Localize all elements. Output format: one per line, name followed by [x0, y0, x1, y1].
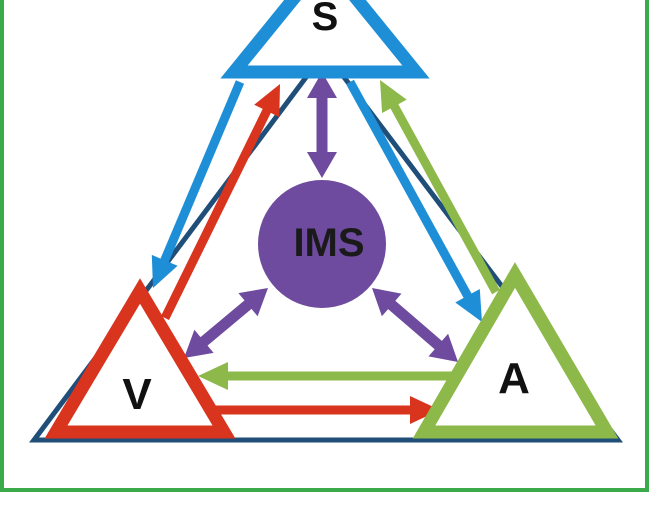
node-label-v: V	[122, 370, 152, 419]
arrow-ims-to-a	[372, 288, 458, 362]
edge-layer	[151, 72, 500, 424]
arrow-s-to-v	[151, 80, 245, 288]
arrow-v-to-s	[161, 84, 280, 320]
arrow-ims-to-v	[184, 288, 268, 358]
node-circle-ims	[258, 180, 386, 308]
arrow-ims-to-s	[307, 72, 337, 178]
node-triangle-a	[412, 262, 619, 439]
node-label-s: S	[312, 0, 339, 39]
node-label-ims: IMS	[293, 221, 364, 265]
arrow-a-to-s	[380, 80, 500, 295]
arrow-s-to-a	[346, 79, 482, 322]
arrow-a-to-v	[198, 362, 462, 390]
arrow-v-to-a	[212, 396, 440, 424]
node-label-a: A	[498, 354, 530, 403]
node-triangle-s	[220, 0, 430, 79]
node-triangle-v	[44, 278, 236, 439]
